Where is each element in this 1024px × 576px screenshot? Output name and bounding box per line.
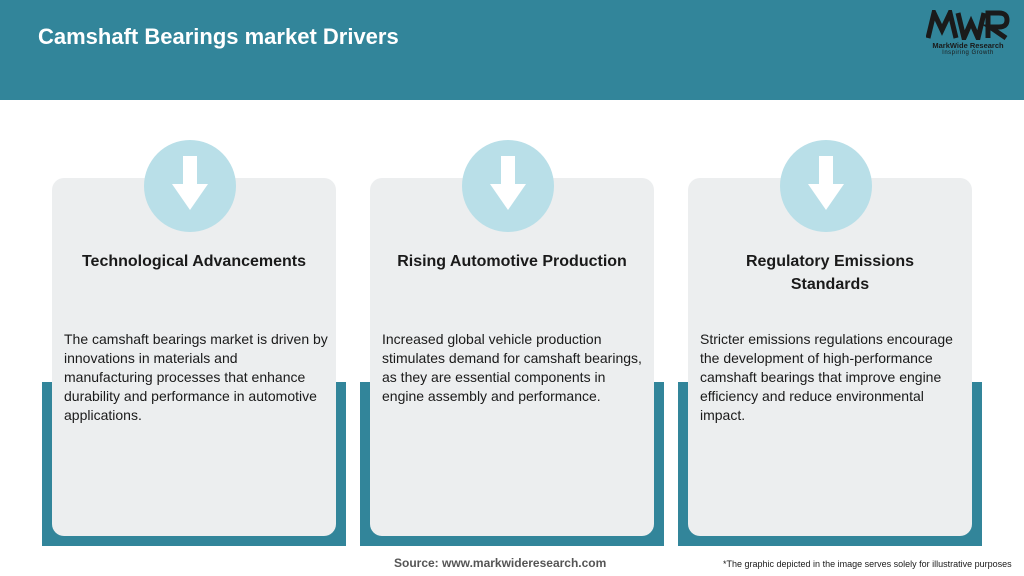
- driver-card-regulatory-emissions-standards: Regulatory Emissions Standards Stricter …: [678, 140, 982, 550]
- card-description: Increased global vehicle production stim…: [382, 331, 642, 404]
- header-banner: Camshaft Bearings market Drivers: [0, 0, 1024, 100]
- mwr-logo-icon: [926, 10, 1010, 40]
- logo-name: MarkWide Research: [932, 41, 1004, 50]
- arrow-down-icon: [808, 156, 844, 210]
- brand-logo: MarkWide Research Inspiring Growth: [918, 10, 1018, 60]
- logo-tagline: Inspiring Growth: [942, 50, 994, 56]
- card-panel: [688, 178, 972, 536]
- card-title: Rising Automotive Production: [397, 253, 627, 270]
- driver-card-rising-automotive-production: Rising Automotive Production Increased g…: [360, 140, 664, 550]
- card-title: Technological Advancements: [81, 253, 307, 270]
- card-panel: [52, 178, 336, 536]
- card-description: Stricter emissions regulations encourage…: [700, 331, 953, 423]
- arrow-down-icon: [490, 156, 526, 210]
- source-credit: Source: www.markwideresearch.com: [394, 556, 607, 570]
- arrow-down-icon: [172, 156, 208, 210]
- disclaimer-note: *The graphic depicted in the image serve…: [723, 559, 1012, 569]
- page-title: Camshaft Bearings market Drivers: [38, 24, 399, 49]
- card-description: The camshaft bearings market is driven b…: [64, 331, 328, 423]
- card-panel: [370, 178, 654, 536]
- card-icon-circle: [144, 140, 236, 232]
- card-icon-circle: [462, 140, 554, 232]
- card-icon-circle: [780, 140, 872, 232]
- card-title: Regulatory Emissions Standards: [745, 253, 915, 293]
- driver-card-technological-advancements: Technological Advancements The camshaft …: [42, 140, 346, 550]
